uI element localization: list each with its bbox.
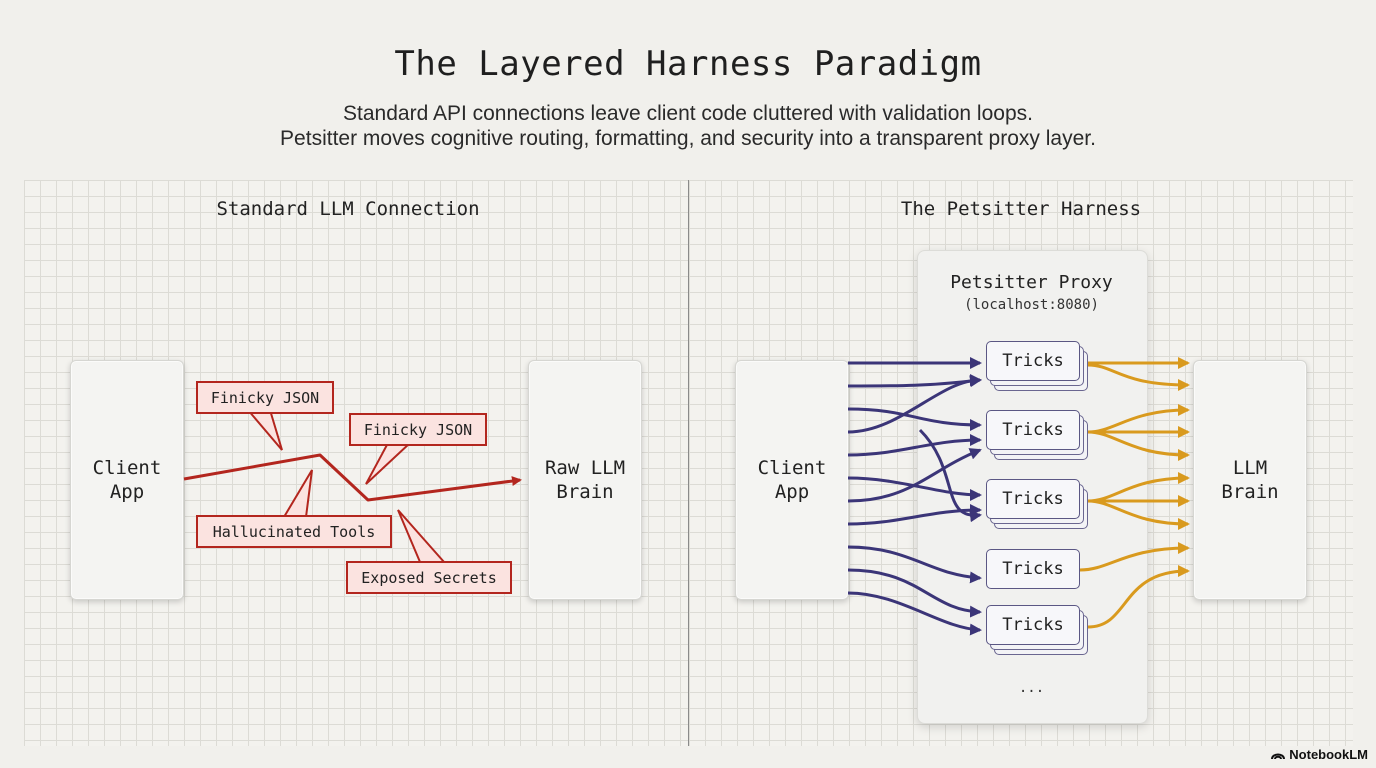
gold-flow-6 bbox=[1087, 472, 1190, 503]
gold-flow-3 bbox=[1087, 404, 1190, 434]
tricks-stack-1: Tricks bbox=[986, 341, 1088, 391]
tricks-stack-4: Tricks bbox=[986, 549, 1088, 599]
subtitle-line-2: Petsitter moves cognitive routing, forma… bbox=[280, 127, 1096, 150]
notebooklm-branding: NotebookLM bbox=[1271, 747, 1368, 762]
callout-hallucinated-tools: Hallucinated Tools bbox=[196, 515, 392, 548]
llm-brain-box: LLM Brain bbox=[1193, 360, 1307, 600]
callout-pointer-1 bbox=[245, 409, 283, 451]
proxy-address: (localhost:8080) bbox=[964, 297, 1099, 313]
navy-flow-6 bbox=[847, 476, 982, 501]
right-client-app-box: Client App bbox=[735, 360, 849, 600]
tricks-label-1: Tricks bbox=[986, 341, 1080, 381]
gold-flow-8 bbox=[1087, 499, 1190, 530]
panel-divider bbox=[688, 180, 689, 746]
callout-pointer-3 bbox=[282, 469, 313, 518]
brand-label: NotebookLM bbox=[1289, 747, 1368, 762]
tricks-label-3: Tricks bbox=[986, 479, 1080, 519]
tricks-stack-5: Tricks bbox=[986, 605, 1088, 655]
harness-panel-title: The Petsitter Harness bbox=[900, 198, 1142, 220]
callout-finicky-json-1: Finicky JSON bbox=[196, 381, 334, 414]
navy-flow-12 bbox=[918, 428, 982, 523]
left-client-label-line2: App bbox=[109, 481, 145, 503]
navy-flow-9 bbox=[847, 545, 982, 584]
standard-error-path bbox=[183, 453, 522, 502]
more-tricks-ellipsis: ... bbox=[1018, 680, 1045, 696]
page-title: The Layered Harness Paradigm bbox=[394, 44, 982, 84]
proxy-title: Petsitter Proxy bbox=[950, 272, 1113, 293]
gold-flow-5 bbox=[1087, 430, 1190, 461]
callout-pointer-4 bbox=[397, 509, 447, 563]
raw-brain-label-line1: Raw LLM bbox=[544, 457, 626, 479]
navy-flow-11 bbox=[847, 591, 982, 636]
tricks-label-4: Tricks bbox=[986, 549, 1080, 589]
raw-llm-brain-box: Raw LLM Brain bbox=[528, 360, 642, 600]
left-client-app-box: Client App bbox=[70, 360, 184, 600]
tricks-label-2: Tricks bbox=[986, 410, 1080, 450]
tricks-stack-2: Tricks bbox=[986, 410, 1088, 460]
notebooklm-logo-icon bbox=[1271, 753, 1286, 759]
client-to-tricks-flows bbox=[847, 357, 982, 636]
navy-flow-7 bbox=[847, 448, 982, 503]
navy-flow-10 bbox=[847, 568, 982, 618]
gold-flow-9 bbox=[1079, 542, 1190, 572]
gold-flow-2 bbox=[1087, 363, 1190, 391]
tricks-label-5: Tricks bbox=[986, 605, 1080, 645]
navy-flow-8 bbox=[847, 504, 982, 526]
callout-pointer-2 bbox=[365, 442, 413, 485]
callout-finicky-json-2: Finicky JSON bbox=[349, 413, 487, 446]
right-client-label-line1: Client bbox=[757, 457, 827, 479]
right-client-label-line2: App bbox=[774, 481, 810, 503]
left-client-label-line1: Client bbox=[92, 457, 162, 479]
navy-flow-4 bbox=[847, 374, 982, 434]
tricks-stack-3: Tricks bbox=[986, 479, 1088, 529]
llm-brain-label-line2: Brain bbox=[1221, 481, 1279, 503]
callout-exposed-secrets: Exposed Secrets bbox=[346, 561, 512, 594]
tricks-to-brain-flows bbox=[1079, 357, 1190, 629]
subtitle-line-1: Standard API connections leave client co… bbox=[343, 102, 1033, 125]
standard-panel-title: Standard LLM Connection bbox=[216, 198, 480, 220]
raw-brain-label-line2: Brain bbox=[556, 481, 614, 503]
navy-flow-5 bbox=[847, 434, 982, 457]
navy-flow-3 bbox=[847, 407, 982, 431]
gold-flow-10 bbox=[1087, 565, 1190, 629]
llm-brain-label-line1: LLM bbox=[1232, 457, 1268, 479]
